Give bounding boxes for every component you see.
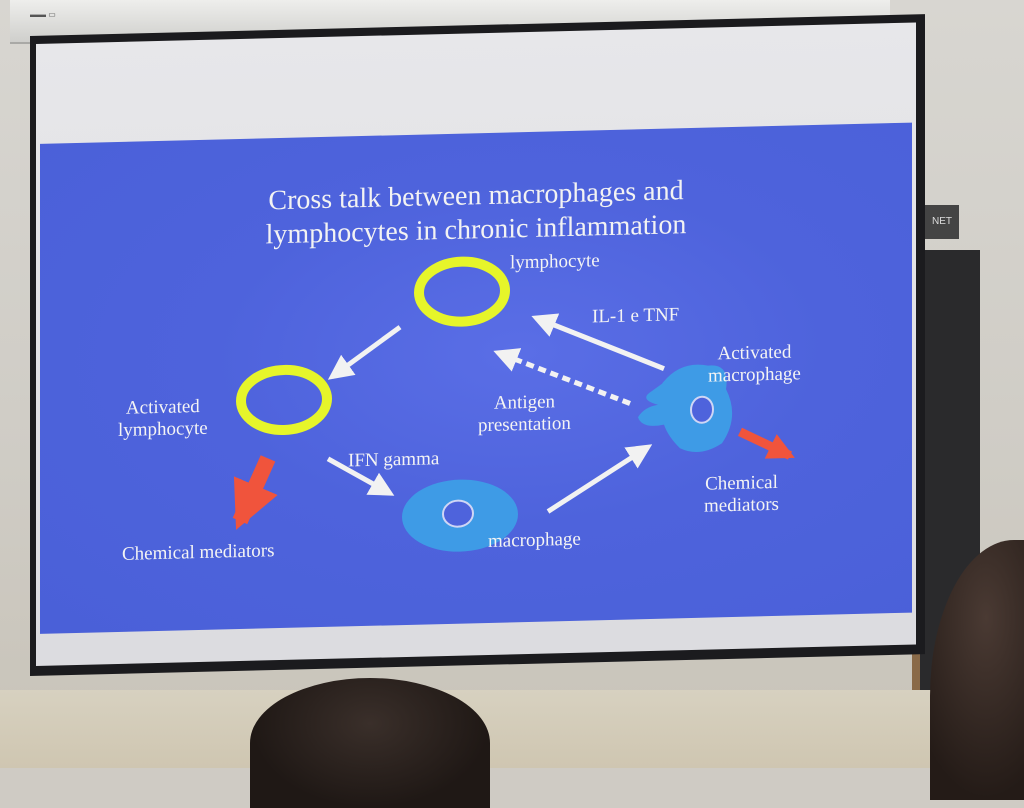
arrow-antigen-presentation — [493, 348, 631, 406]
red-arrow-left — [232, 455, 278, 530]
label-activated-lymphocyte-line2: lymphocyte — [118, 417, 208, 441]
arrow-activated-to-macrophage — [326, 456, 395, 496]
label-lymphocyte: lymphocyte — [510, 250, 600, 274]
macrophage-nucleus — [442, 499, 474, 528]
wall-sign: NET — [925, 205, 959, 239]
projection-screen: Cross talk between macrophages and lymph… — [36, 22, 916, 666]
label-activated-lymphocyte: Activated lymphocyte — [118, 396, 208, 442]
label-macrophage: macrophage — [488, 528, 581, 552]
arrow-il1-tnf — [531, 313, 665, 371]
activated-lymphocyte-ring — [236, 364, 332, 435]
housing-logo: ▬▬ ▭ — [30, 10, 56, 19]
wall-lower-band — [0, 690, 1024, 768]
label-activated-macrophage-line2: macrophage — [708, 363, 801, 387]
audience-head-left — [250, 678, 490, 808]
label-chemical-mediators-left: Chemical mediators — [122, 540, 275, 565]
slide: Cross talk between macrophages and lymph… — [40, 122, 912, 634]
label-chemical-right-line2: mediators — [704, 493, 779, 517]
label-activated-lymphocyte-line1: Activated — [125, 395, 200, 419]
label-activated-macrophage-line1: Activated — [717, 341, 792, 365]
red-arrow-right — [737, 427, 795, 460]
lymphocyte-ring — [414, 256, 510, 327]
label-il1-tnf: IL-1 e TNF — [592, 304, 680, 328]
label-antigen-line1: Antigen — [493, 391, 556, 414]
cross-talk-diagram — [232, 256, 795, 552]
arrow-lymphocyte-to-activated — [327, 325, 402, 380]
label-antigen-line2: presentation — [478, 412, 571, 437]
label-chemical-right-line1: Chemical — [705, 471, 778, 495]
arrow-macrophage-to-activated-macrophage — [546, 444, 653, 514]
activated-macrophage-nucleus — [690, 395, 714, 424]
label-chemical-mediators-right: Chemical mediators — [704, 472, 779, 518]
label-antigen-presentation: Antigen presentation — [478, 391, 571, 437]
label-activated-macrophage: Activated macrophage — [708, 341, 801, 387]
activated-macrophage-cell — [638, 364, 732, 453]
label-ifn-gamma: IFN gamma — [348, 448, 440, 472]
